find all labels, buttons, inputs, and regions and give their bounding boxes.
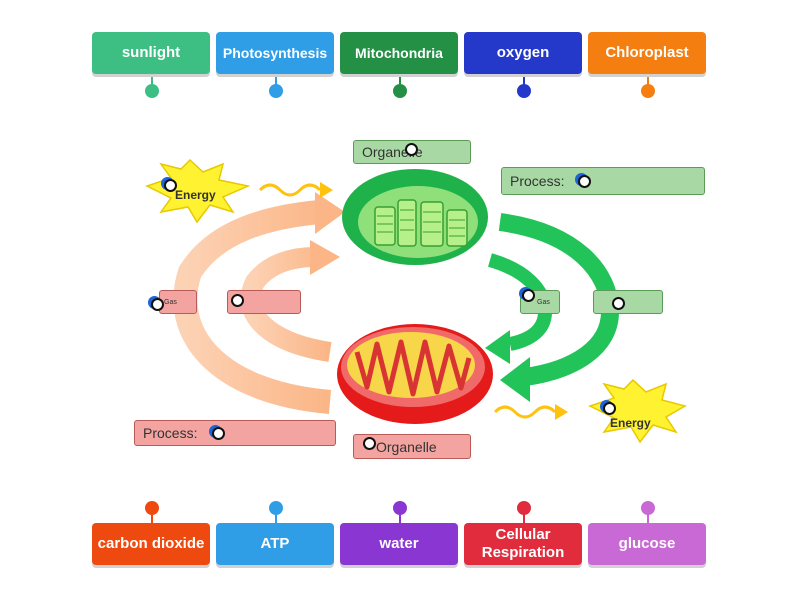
tile-connector-dot[interactable] xyxy=(269,84,283,98)
energy-starburst-bottom xyxy=(588,378,687,444)
tile-connector-dot[interactable] xyxy=(145,84,159,98)
drop-target-process-top[interactable] xyxy=(578,175,591,188)
tile-connector-dot[interactable] xyxy=(517,501,531,515)
tile-connector-dot[interactable] xyxy=(517,84,531,98)
outer-green-arrowhead xyxy=(500,357,530,402)
tile-water[interactable]: water xyxy=(340,523,458,565)
drop-target-gas-right-outer[interactable] xyxy=(612,297,625,310)
tile-glucose[interactable]: glucose xyxy=(588,523,706,565)
photosynthesis-respiration-diagram: Energy Energy Organelle Process: Gas Gas… xyxy=(105,112,711,472)
tile-chloroplast[interactable]: Chloroplast xyxy=(588,32,706,74)
tile-connector xyxy=(275,510,277,524)
drop-target-organelle-bottom[interactable] xyxy=(363,437,376,450)
tile-connector-dot[interactable] xyxy=(269,501,283,515)
sunlight-squiggle xyxy=(258,183,322,197)
drop-target-energy-top[interactable] xyxy=(164,179,177,192)
outer-peach-arrow xyxy=(173,200,332,414)
process-field-top[interactable]: Process: xyxy=(501,167,705,195)
tile-connector xyxy=(151,510,153,524)
gas-field-left-outer[interactable]: Gas xyxy=(159,290,197,314)
process-field-bottom[interactable]: Process: xyxy=(134,420,336,446)
tile-photosynthesis[interactable]: Photosynthesis xyxy=(216,32,334,74)
tile-connector xyxy=(647,510,649,524)
gas-field-right-outer[interactable] xyxy=(593,290,663,314)
tile-oxygen[interactable]: oxygen xyxy=(464,32,582,74)
inner-peach-arrowhead xyxy=(310,240,340,275)
tile-connector-dot[interactable] xyxy=(641,84,655,98)
drop-target-energy-bottom[interactable] xyxy=(603,402,616,415)
tile-mitochondria[interactable]: Mitochondria xyxy=(340,32,458,74)
drop-target-gas-left-outer[interactable] xyxy=(151,298,164,311)
energy-starburst-top xyxy=(145,158,251,224)
tile-sunlight[interactable]: sunlight xyxy=(92,32,210,74)
energy-label-top: Energy xyxy=(175,188,216,202)
energy-squiggle xyxy=(493,405,557,419)
tile-atp[interactable]: ATP xyxy=(216,523,334,565)
mitochondrion-graphic xyxy=(337,324,493,424)
tile-connector-dot[interactable] xyxy=(145,501,159,515)
tile-connector-dot[interactable] xyxy=(393,84,407,98)
tile-connector xyxy=(523,510,525,524)
tile-connector-dot[interactable] xyxy=(393,501,407,515)
inner-peach-arrow xyxy=(240,247,332,362)
outer-peach-arrowhead xyxy=(315,192,345,234)
drop-target-gas-right-inner[interactable] xyxy=(522,289,535,302)
energy-label-bottom: Energy xyxy=(610,416,651,430)
drop-target-process-bottom[interactable] xyxy=(212,427,225,440)
tile-cellular-respiration[interactable]: Cellular Respiration xyxy=(464,523,582,565)
inner-green-arrowhead xyxy=(485,330,510,364)
tile-connector xyxy=(399,510,401,524)
chloroplast-graphic xyxy=(342,169,488,265)
tile-connector-dot[interactable] xyxy=(641,501,655,515)
drop-target-organelle-top[interactable] xyxy=(405,143,418,156)
drop-target-gas-left-inner[interactable] xyxy=(231,294,244,307)
tile-carbon-dioxide[interactable]: carbon dioxide xyxy=(92,523,210,565)
